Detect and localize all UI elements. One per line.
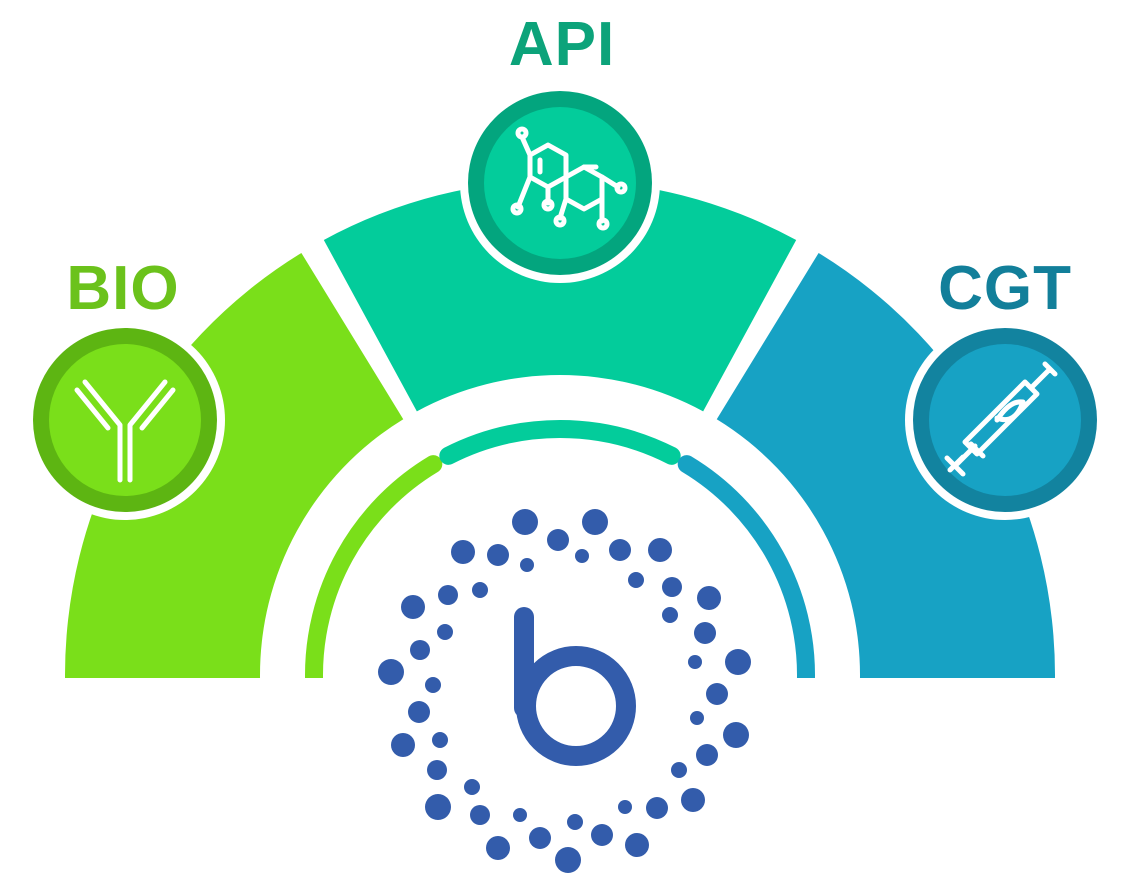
logo-dot <box>472 582 488 598</box>
logo-dot <box>513 808 527 822</box>
api-segment <box>323 180 797 412</box>
baseline-mask <box>0 678 1140 878</box>
logo-dot <box>694 622 716 644</box>
logo-dot <box>547 529 569 551</box>
logo-dot <box>408 701 430 723</box>
logo-dot <box>688 655 702 669</box>
logo-dot <box>486 836 510 860</box>
cgt-badge <box>905 320 1105 520</box>
logo-dot <box>696 744 718 766</box>
logo-dot <box>567 814 583 830</box>
bio-segment <box>65 252 404 684</box>
atom <box>596 217 610 231</box>
bio-label: BIO <box>66 254 180 323</box>
syringe-dna-icon <box>944 361 1058 477</box>
atom <box>553 214 567 228</box>
api-inner-arc <box>439 420 681 465</box>
logo-dot <box>662 607 678 623</box>
logo-dot <box>628 572 644 588</box>
logo-dot <box>464 779 480 795</box>
logo-dot <box>470 805 490 825</box>
logo-dot <box>432 732 448 748</box>
logo-dot <box>618 800 632 814</box>
molecule-icon <box>510 126 628 231</box>
b-dots-logo <box>378 509 751 873</box>
atom <box>541 198 555 212</box>
logo-dot <box>427 760 447 780</box>
logo-dot <box>591 824 613 846</box>
logo-dot <box>662 577 682 597</box>
atom <box>510 202 524 216</box>
bio-badge <box>25 320 225 520</box>
syringe-lines <box>944 361 1058 477</box>
bio-inner-arc <box>305 455 443 689</box>
logo-dot <box>425 794 451 820</box>
logo-dot <box>378 659 404 685</box>
cgt-inner-arc <box>677 455 815 689</box>
logo-dot <box>706 683 728 705</box>
logo-b-bowl <box>516 646 636 766</box>
atom <box>515 126 529 140</box>
logo-dot <box>529 827 551 849</box>
logo-dot <box>401 595 425 619</box>
antibody-lines <box>74 379 176 483</box>
cgt-segment <box>716 252 1055 684</box>
logo-dot <box>391 733 415 757</box>
api-label: API <box>508 10 616 79</box>
logo-dot <box>681 788 705 812</box>
logo-dot <box>723 722 749 748</box>
logo-dot <box>575 549 589 563</box>
cgt-label: CGT <box>938 254 1072 323</box>
atom <box>614 181 628 195</box>
bonds <box>515 134 621 224</box>
logo-dot <box>520 558 534 572</box>
logo-dot <box>487 544 509 566</box>
logo-dot <box>625 833 649 857</box>
logo-dot <box>512 509 538 535</box>
logo-dot <box>646 797 668 819</box>
logo-dot <box>438 585 458 605</box>
api-badge <box>460 83 660 283</box>
logo-dot <box>410 640 430 660</box>
logo-dot <box>555 847 581 873</box>
logo-dot <box>725 649 751 675</box>
bio-badge-inner <box>49 344 201 496</box>
logo-dot <box>697 586 721 610</box>
logo-dot <box>437 624 453 640</box>
logo-dot <box>671 762 687 778</box>
logo-dot <box>690 711 704 725</box>
logo-dot <box>582 509 608 535</box>
logo-dot <box>648 538 672 562</box>
logo-dot <box>609 539 631 561</box>
antibody-icon <box>74 379 176 483</box>
logo-dot <box>425 677 441 693</box>
logo-dot <box>451 540 475 564</box>
